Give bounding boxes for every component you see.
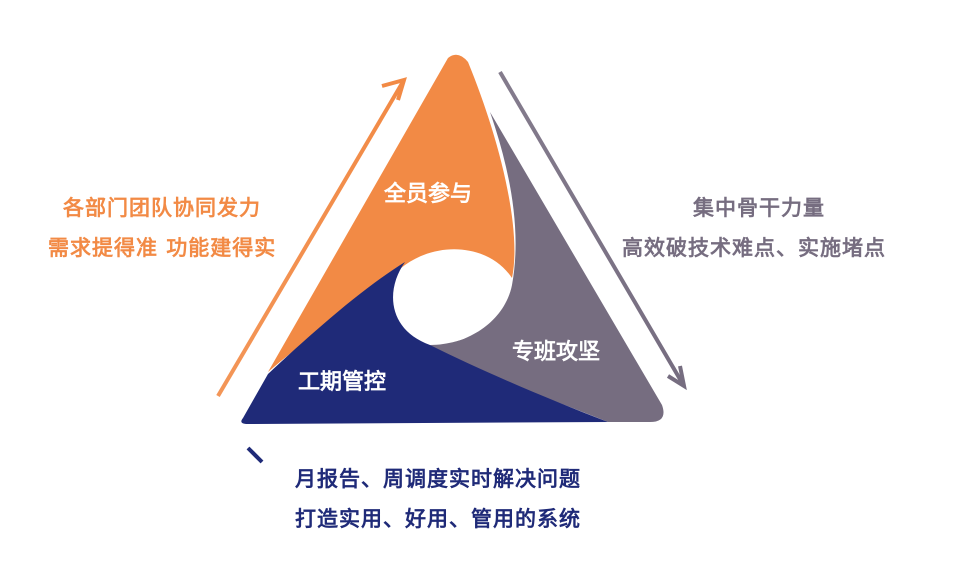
segment-label-top: 全员参与 <box>384 182 473 207</box>
caption-right-line2: 高效破技术难点、实施堵点 <box>622 236 886 260</box>
caption-right-line1: 集中骨干力量 <box>693 196 825 220</box>
arrow-left-head <box>381 77 407 101</box>
segment-gray <box>430 112 664 422</box>
arrow-left-line <box>216 78 406 398</box>
center-circle <box>406 258 490 342</box>
segment-label-right: 专班攻坚 <box>512 340 601 365</box>
arrow-right-line <box>498 70 686 388</box>
caption-left-line2: 需求提得准 功能建得实 <box>48 236 277 260</box>
caption-bottom-line1: 月报告、周调度实时解决问题 <box>295 467 581 491</box>
caption-left-line1: 各部门团队协同发力 <box>63 196 261 220</box>
arrow-right-head <box>666 365 687 391</box>
segment-label-left: 工期管控 <box>298 370 387 395</box>
segment-navy <box>241 262 609 424</box>
caption-bottom-line2: 打造实用、好用、管用的系统 <box>295 507 581 531</box>
arrow-bottom-head <box>246 446 264 464</box>
segment-orange <box>268 54 515 373</box>
